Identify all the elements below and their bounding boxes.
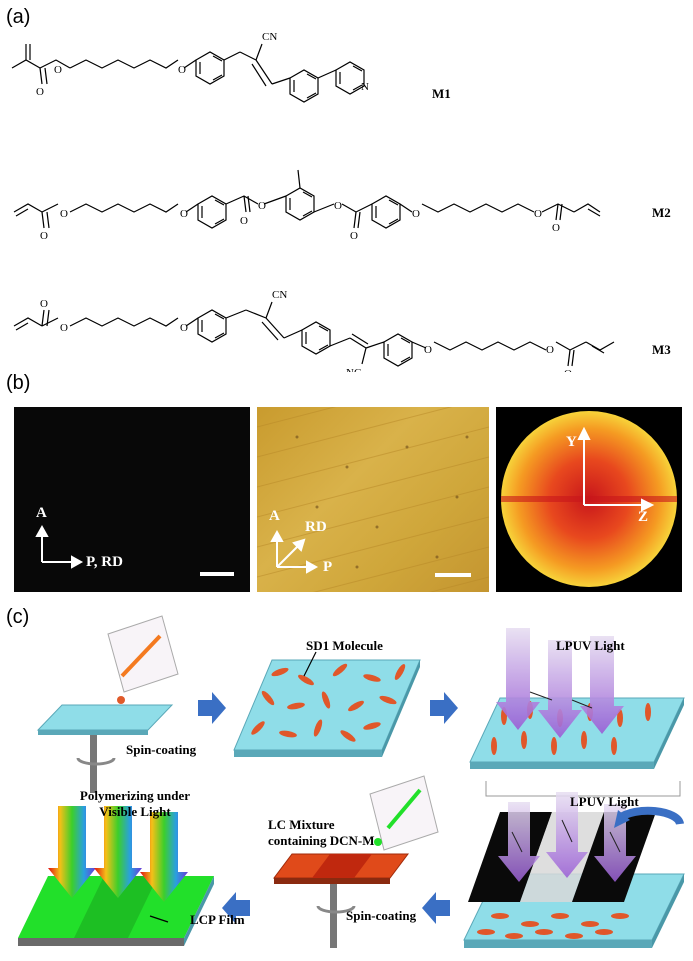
panel-label-a: (a) xyxy=(6,6,31,28)
molecule-m2-structure xyxy=(13,169,601,229)
svg-text:O: O xyxy=(180,322,188,334)
svg-text:O: O xyxy=(334,200,342,212)
polymerizing-line-2: Visible Light xyxy=(99,804,171,819)
pom-dark-image: A P, RD xyxy=(14,407,250,592)
svg-text:O: O xyxy=(40,298,48,310)
polymerizing-label: Polymerizing under Visible Light xyxy=(60,788,210,820)
lc-mixture-label: LC Mixture containing DCN-M xyxy=(268,817,375,849)
step-polymerization xyxy=(18,806,214,946)
scattering-pattern-image: Y Z xyxy=(496,407,682,592)
texture-streaks xyxy=(257,407,489,592)
step-spin-coating-lc xyxy=(273,775,439,948)
scale-bar xyxy=(200,572,234,576)
pom-bright-image: A RD P xyxy=(257,407,489,592)
axis-z-label: Z xyxy=(638,509,649,525)
axis-p-label: P xyxy=(323,559,333,575)
m3-nc-label: NC xyxy=(346,367,361,372)
lpuv-light-label-1: LPUV Light xyxy=(556,638,625,653)
sd1-molecule-label: SD1 Molecule xyxy=(306,638,383,653)
axis-y-label: Y xyxy=(566,434,577,450)
step-lpuv-exposure-2 xyxy=(463,792,685,948)
m1-n-label: N xyxy=(361,81,369,93)
process-arrow xyxy=(430,692,458,724)
svg-text:O: O xyxy=(54,64,62,76)
svg-text:O: O xyxy=(350,230,358,242)
svg-text:O: O xyxy=(552,222,560,234)
lpuv-light-label-2: LPUV Light xyxy=(570,794,639,809)
lc-mixture-line-1: LC Mixture xyxy=(268,817,335,832)
process-arrow xyxy=(222,892,250,924)
step-lpuv-exposure-1 xyxy=(469,628,685,769)
step-sd1-molecules xyxy=(233,651,421,757)
chemical-structures: O O O CN N O O O O O O O O O O O O O CN … xyxy=(11,31,615,372)
svg-text:O: O xyxy=(180,208,188,220)
svg-text:O: O xyxy=(178,64,186,76)
step-spin-coating-sd1 xyxy=(36,615,179,793)
spin-coating-label-2: Spin-coating xyxy=(346,908,417,923)
svg-text:O: O xyxy=(60,208,68,220)
svg-text:O: O xyxy=(258,200,266,212)
svg-text:O: O xyxy=(534,208,542,220)
spin-coating-label-1: Spin-coating xyxy=(126,742,197,757)
process-arrow xyxy=(198,692,226,724)
svg-text:O: O xyxy=(240,215,248,227)
process-arrow xyxy=(422,892,450,924)
scale-bar xyxy=(435,573,471,577)
lc-mixture-line-2: containing DCN-M xyxy=(268,833,375,848)
svg-text:O: O xyxy=(564,368,572,372)
molecule-label-m3: M3 xyxy=(652,342,671,357)
svg-text:O: O xyxy=(546,344,554,356)
panel-label-c: (c) xyxy=(6,606,30,628)
process-schematic xyxy=(18,615,685,948)
panel-label-b: (b) xyxy=(6,372,31,394)
visible-light-beams xyxy=(48,806,188,902)
axis-p-rd-label: P, RD xyxy=(86,554,123,570)
lcp-film-label: LCP Film xyxy=(190,912,245,927)
svg-text:O: O xyxy=(424,344,432,356)
svg-text:O: O xyxy=(40,230,48,242)
molecule-m3-structure xyxy=(13,301,615,367)
molecule-label-m1: M1 xyxy=(432,86,451,101)
axis-rd-label: RD xyxy=(305,519,327,535)
axis-a-label: A xyxy=(36,505,47,521)
m1-cn-label: CN xyxy=(262,31,277,43)
axis-a-label: A xyxy=(269,508,280,524)
polymerizing-line-1: Polymerizing under xyxy=(79,788,191,803)
svg-text:O: O xyxy=(36,86,44,98)
svg-text:O: O xyxy=(412,208,420,220)
molecule-m1-structure xyxy=(11,43,365,103)
molecule-label-m2: M2 xyxy=(652,205,671,220)
svg-text:O: O xyxy=(60,322,68,334)
m3-cn-label: CN xyxy=(272,289,287,301)
